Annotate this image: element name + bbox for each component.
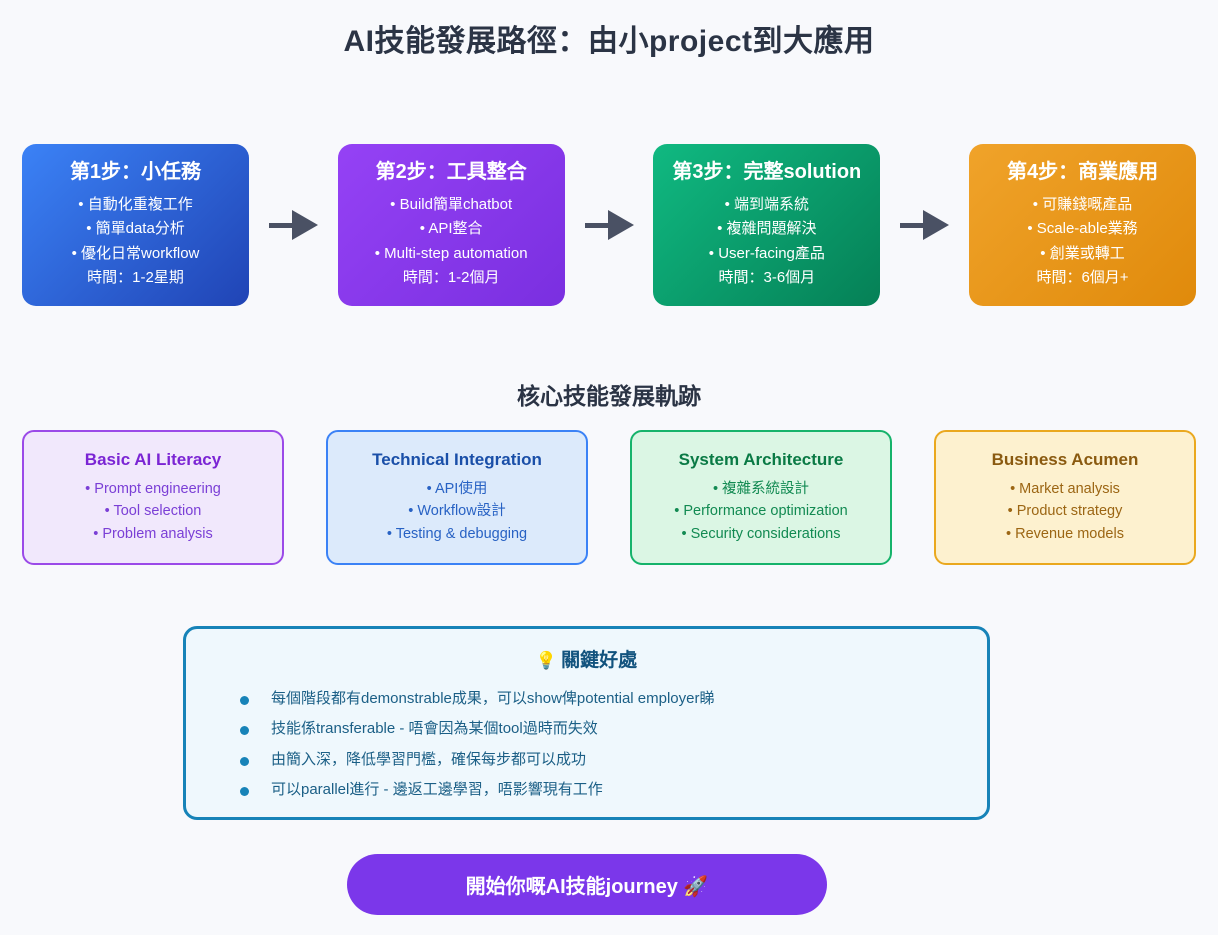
skill-card-bullet: • API使用 — [426, 480, 488, 497]
skill-card-title: Basic AI Literacy — [84, 449, 222, 469]
arrow-right-icon — [249, 210, 338, 240]
skill-card-bullet: • Revenue models — [1006, 525, 1124, 542]
skill-card-technical-integration[interactable]: Technical Integration • API使用 • Workflow… — [326, 430, 588, 565]
skill-card-bullet: • 複雜系統設計 — [712, 480, 810, 497]
benefit-text: 可以parallel進行 - 邊返工邊學習，唔影響現有工作 — [271, 780, 603, 798]
step-card-bullet: • 複雜問題解決 — [717, 220, 817, 238]
skill-card-title: Technical Integration — [372, 449, 542, 469]
key-benefits-title: 💡關鍵好處 — [210, 645, 963, 672]
page-title: AI技能發展路徑：由小project到大應用 — [343, 25, 875, 58]
benefit-text: 由簡入深，降低學習門檻，確保每步都可以成功 — [271, 750, 587, 768]
skills-row: Basic AI Literacy • Prompt engineering •… — [22, 430, 1196, 565]
start-journey-button[interactable]: 開始你嘅AI技能journey 🚀 — [347, 854, 827, 915]
benefit-text: 每個階段都有demonstrable成果，可以show俾potential em… — [271, 690, 715, 707]
step-card-title: 第2步：工具整合 — [375, 160, 527, 183]
step-card-bullet: • 創業或轉工 — [1040, 244, 1125, 262]
skill-card-bullet: • Testing & debugging — [386, 525, 528, 542]
step-card-bullet: • 優化日常workflow — [71, 244, 200, 262]
step-card-duration: 時間：3-6個月 — [718, 268, 816, 286]
skill-card-business-acumen[interactable]: Business Acumen • Market analysis • Prod… — [934, 430, 1196, 565]
step-card-title: 第3步：完整solution — [672, 160, 862, 183]
arrow-right-icon — [880, 210, 969, 240]
benefit-list-item: 技能係transferable - 唔會因為某個tool過時而失效 — [240, 719, 963, 739]
step-card-bullet: • Scale-able業務 — [1027, 220, 1138, 238]
step-card-bullet: • API整合 — [419, 220, 483, 238]
benefit-list-item: 每個階段都有demonstrable成果，可以show俾potential em… — [240, 689, 963, 709]
step-card-2[interactable]: 第2步：工具整合 • Build簡單chatbot • API整合 • Mult… — [337, 144, 565, 306]
step-card-bullet: • 自動化重複工作 — [78, 195, 193, 213]
step-card-bullet: • 可賺錢嘅產品 — [1032, 195, 1133, 213]
step-card-bullet: • 端到端系統 — [724, 195, 810, 213]
skill-card-bullet: • Performance optimization — [674, 503, 848, 520]
step-card-bullet: • 簡單data分析 — [86, 220, 185, 238]
step-card-3[interactable]: 第3步：完整solution • 端到端系統 • 複雜問題解決 • User-f… — [653, 144, 881, 306]
skill-card-bullet: • Tool selection — [104, 503, 202, 520]
skill-card-bullet: • Market analysis — [1010, 480, 1120, 497]
step-card-duration: 時間：6個月+ — [1036, 268, 1129, 286]
benefit-text: 技能係transferable - 唔會因為某個tool過時而失效 — [271, 720, 598, 738]
step-card-title: 第4步：商業應用 — [1006, 160, 1159, 183]
arrow-right-icon — [565, 210, 654, 240]
step-card-bullet: • User-facing產品 — [708, 244, 825, 262]
key-benefits-box: 💡關鍵好處 每個階段都有demonstrable成果，可以show俾potent… — [183, 626, 990, 820]
step-card-duration: 時間：1-2個月 — [402, 268, 500, 286]
skill-card-title: Business Acumen — [991, 449, 1139, 469]
step-card-bullet: • Multi-step automation — [374, 244, 528, 262]
step-card-1[interactable]: 第1步：小任務 • 自動化重複工作 • 簡單data分析 • 優化日常workf… — [22, 144, 249, 306]
benefit-list-item: 由簡入深，降低學習門檻，確保每步都可以成功 — [240, 750, 963, 770]
step-card-duration: 時間：1-2星期 — [87, 268, 184, 286]
skill-card-bullet: • Prompt engineering — [85, 480, 221, 497]
step-card-bullet: • Build簡單chatbot — [390, 195, 513, 213]
skill-card-system-architecture[interactable]: System Architecture • 複雜系統設計 • Performan… — [630, 430, 892, 565]
benefit-list-item: 可以parallel進行 - 邊返工邊學習，唔影響現有工作 — [240, 780, 963, 800]
step-card-4[interactable]: 第4步：商業應用 • 可賺錢嘅產品 • Scale-able業務 • 創業或轉工… — [969, 144, 1197, 306]
skill-card-basic-ai-literacy[interactable]: Basic AI Literacy • Prompt engineering •… — [22, 430, 284, 565]
skill-card-bullet: • Security considerations — [681, 525, 841, 542]
bullet-dot-icon — [240, 786, 249, 796]
bullet-dot-icon — [240, 756, 249, 766]
step-card-title: 第1步：小任務 — [69, 160, 202, 183]
lightbulb-icon: 💡 — [535, 651, 558, 670]
skill-card-title: System Architecture — [678, 449, 844, 469]
steps-row: 第1步：小任務 • 自動化重複工作 • 簡單data分析 • 優化日常workf… — [22, 144, 1197, 306]
skill-card-bullet: • Product strategy — [1007, 503, 1123, 520]
key-benefits-title-text: 關鍵好處 — [561, 650, 638, 671]
bullet-dot-icon — [240, 726, 249, 736]
skills-section-heading: 核心技能發展軌跡 — [517, 383, 701, 409]
skill-card-bullet: • Problem analysis — [93, 525, 213, 542]
bullet-dot-icon — [240, 696, 249, 705]
skill-card-bullet: • Workflow設計 — [408, 503, 506, 520]
